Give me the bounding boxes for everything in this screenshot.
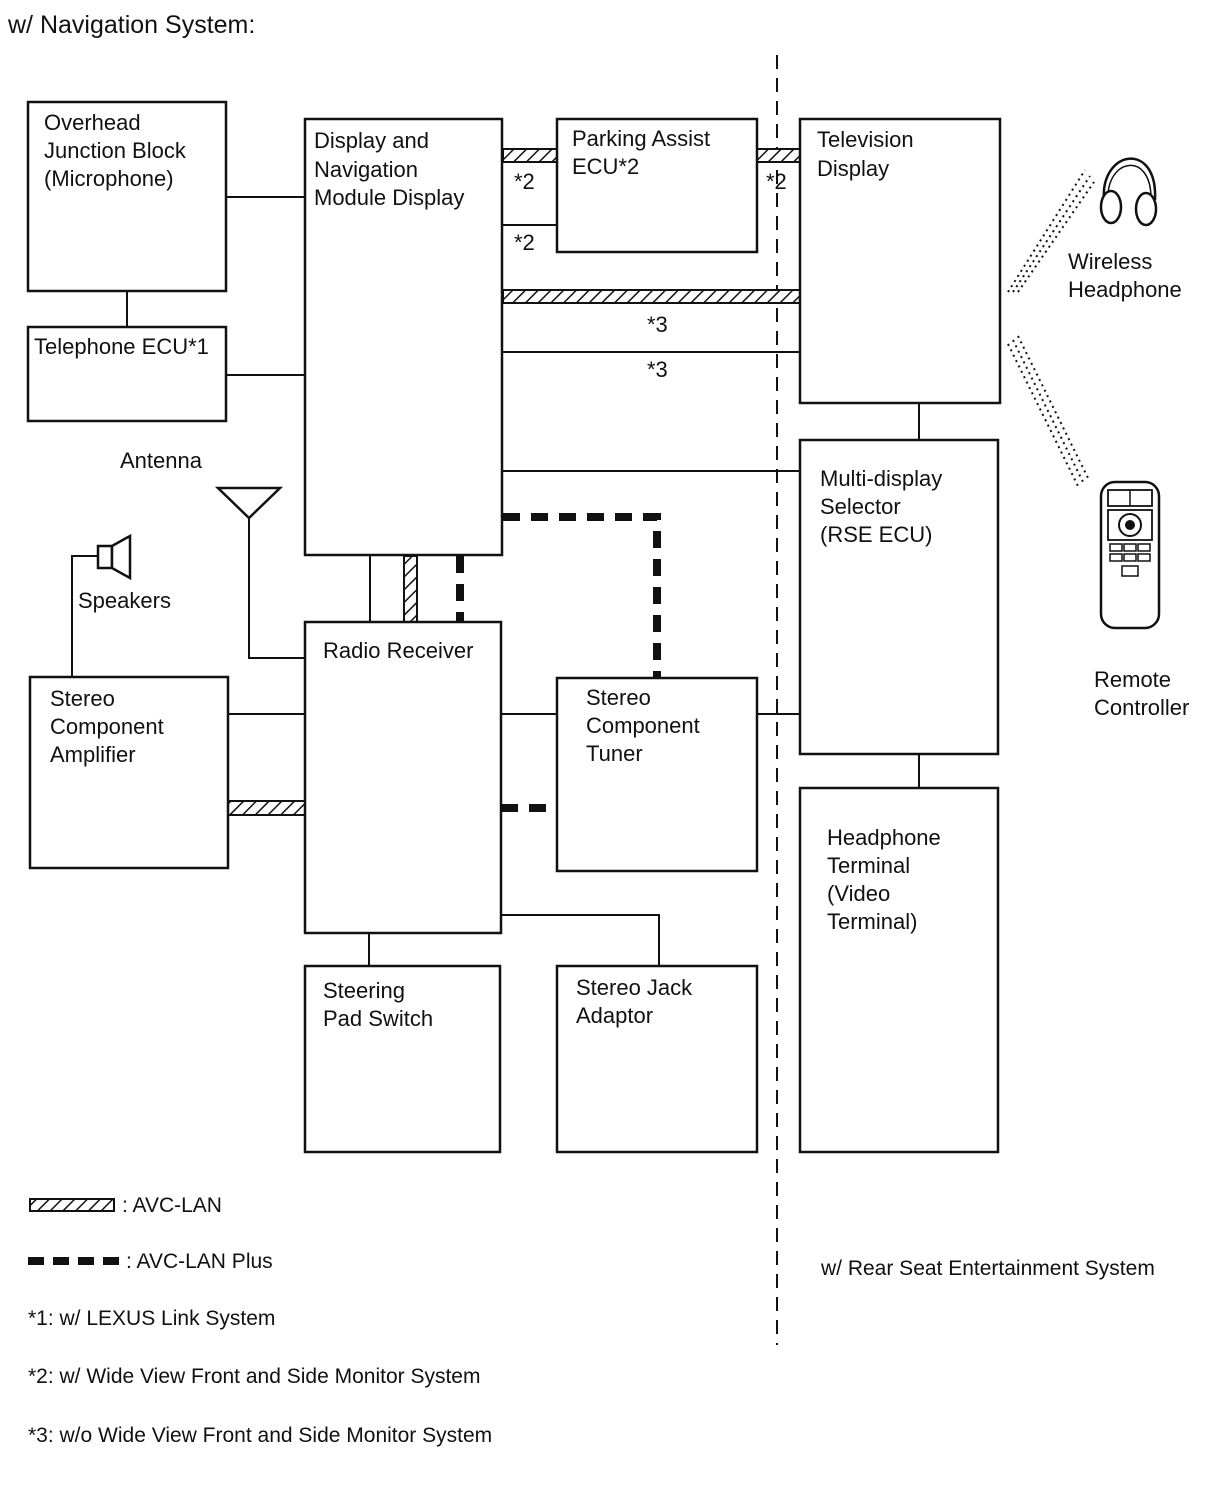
wires	[71, 196, 920, 966]
antenna-label: Antenna	[120, 448, 203, 473]
component-display-navigation-module: Display and Navigation Module Display	[303, 117, 504, 557]
avc-lan-display-parking	[502, 148, 558, 163]
wireless-signal-icon-remote	[1007, 335, 1089, 487]
amp-label-1: Stereo	[50, 686, 115, 711]
legend-avc-lan-label: : AVC-LAN	[122, 1194, 222, 1217]
tuner-label-2: Component	[586, 713, 700, 738]
radio-label: Radio Receiver	[323, 638, 473, 663]
avc-lan-amp-radio	[227, 800, 306, 816]
display-nav-label-1: Display and	[314, 128, 429, 153]
overhead-label-1: Overhead	[44, 110, 141, 135]
tuner-label-3: Tuner	[586, 741, 643, 766]
headphone-icon	[1099, 157, 1158, 227]
wire-speaker-amp	[71, 555, 98, 677]
hp-terminal-label-1: Headphone	[827, 825, 941, 850]
wire-radio-jack	[501, 914, 660, 966]
avc-plus-display-tuner	[503, 513, 661, 678]
note-3: *3: w/o Wide View Front and Side Monitor…	[28, 1424, 492, 1447]
mark-2-c: *2	[766, 169, 787, 194]
component-stereo-tuner: Stereo Component Tuner	[555, 676, 759, 873]
legend-avc-lan-swatch	[29, 1198, 115, 1212]
display-nav-label-2: Navigation	[314, 157, 418, 182]
tuner-label-1: Stereo	[586, 685, 651, 710]
hp-terminal-label-4: Terminal)	[827, 909, 917, 934]
jack-label-2: Adaptor	[576, 1003, 653, 1028]
multi-label-1: Multi-display	[820, 466, 942, 491]
overhead-label-3: (Microphone)	[44, 166, 174, 191]
parking-label-2: ECU*2	[572, 154, 639, 179]
component-overhead-junction-block: Overhead Junction Block (Microphone)	[26, 100, 228, 293]
parking-label-1: Parking Assist	[572, 126, 710, 151]
component-headphone-terminal: Headphone Terminal (Video Terminal)	[798, 786, 1000, 1154]
wireless-headphone-label-1: Wireless	[1068, 249, 1152, 274]
wireless-signal-icon-headphone	[1007, 169, 1095, 293]
tv-label-2: Display	[817, 156, 889, 181]
component-stereo-amplifier: Stereo Component Amplifier	[28, 675, 230, 870]
wireless-headphone-label-2: Headphone	[1068, 277, 1182, 302]
component-telephone-ecu: Telephone ECU*1	[26, 325, 228, 423]
speakers-label: Speakers	[78, 588, 171, 613]
overhead-label-2: Junction Block	[44, 138, 187, 163]
rse-system-label: w/ Rear Seat Entertainment System	[820, 1257, 1155, 1280]
component-television-display: Television Display	[798, 117, 1002, 405]
tv-label-1: Television	[817, 127, 914, 152]
hp-terminal-label-3: (Video	[827, 881, 890, 906]
avc-lan-plus-links	[456, 513, 661, 812]
antenna-icon	[214, 486, 284, 520]
mark-2-b: *2	[514, 230, 535, 255]
diagram-title: w/ Navigation System:	[7, 11, 255, 39]
display-nav-label-3: Module Display	[314, 185, 464, 210]
mark-3-a: *3	[647, 312, 668, 337]
avc-lan-parking-tv	[756, 148, 801, 163]
jack-label-1: Stereo Jack	[576, 975, 693, 1000]
legend-avc-plus-label: : AVC-LAN Plus	[126, 1250, 273, 1273]
telephone-label: Telephone ECU*1	[34, 334, 209, 359]
note-2: *2: w/ Wide View Front and Side Monitor …	[28, 1365, 480, 1388]
amp-label-2: Component	[50, 714, 164, 739]
wire-antenna-radio	[248, 518, 305, 659]
speaker-icon	[96, 533, 132, 581]
amp-label-3: Amplifier	[50, 742, 136, 767]
component-stereo-jack-adaptor: Stereo Jack Adaptor	[555, 964, 759, 1154]
avc-lan-display-radio	[403, 555, 418, 623]
mark-2-a: *2	[514, 169, 535, 194]
avc-lan-display-tv	[502, 289, 801, 304]
remote-controller-icon	[1099, 480, 1161, 630]
multi-label-2: Selector	[820, 494, 901, 519]
remote-label-2: Controller	[1094, 695, 1189, 720]
hp-terminal-label-2: Terminal	[827, 853, 910, 878]
component-multi-display-selector: Multi-display Selector (RSE ECU)	[798, 438, 1000, 756]
steering-label-1: Steering	[323, 978, 405, 1003]
note-1: *1: w/ LEXUS Link System	[28, 1307, 275, 1330]
legend: : AVC-LAN : AVC-LAN Plus	[28, 1194, 273, 1273]
remote-label-1: Remote	[1094, 667, 1171, 692]
component-parking-assist-ecu: Parking Assist ECU*2	[555, 117, 759, 254]
component-radio-receiver: Radio Receiver	[303, 620, 503, 935]
multi-label-3: (RSE ECU)	[820, 522, 932, 547]
component-steering-pad-switch: Steering Pad Switch	[303, 964, 502, 1154]
mark-3-b: *3	[647, 357, 668, 382]
steering-label-2: Pad Switch	[323, 1006, 433, 1031]
